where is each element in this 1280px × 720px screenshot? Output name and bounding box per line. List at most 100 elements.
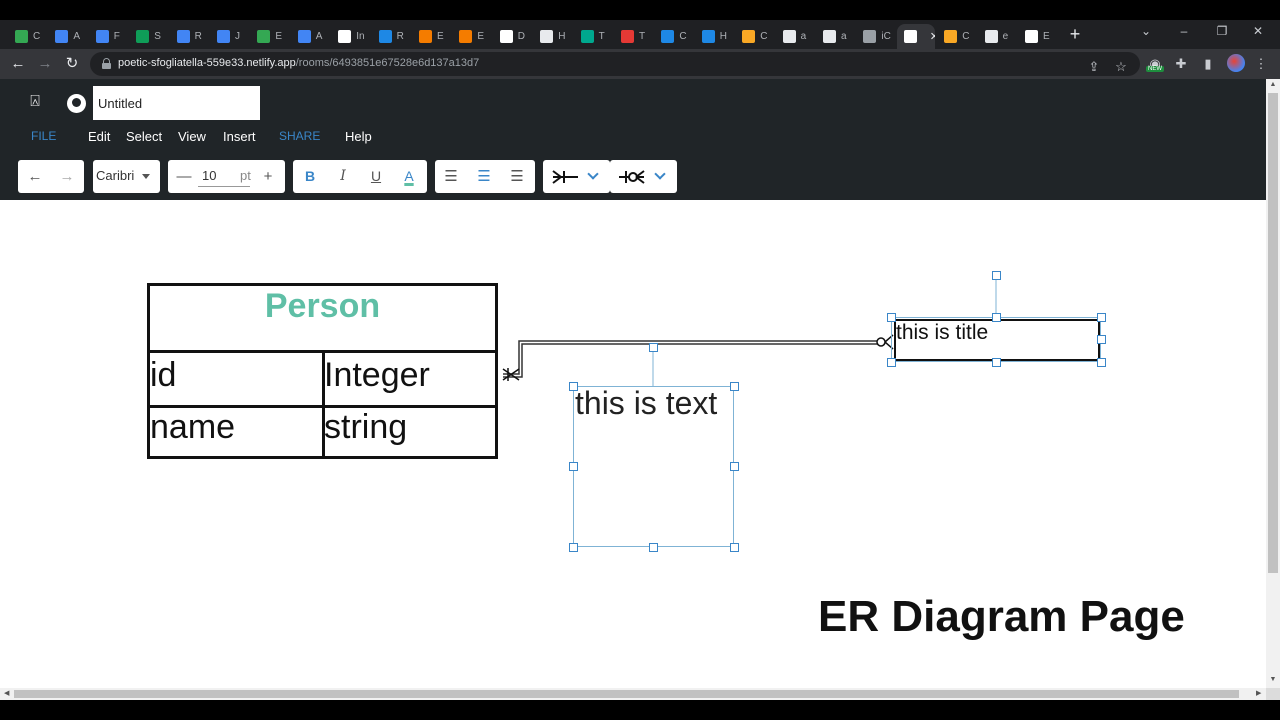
font-size-value[interactable]: 10 [202,168,217,183]
new-tab-button[interactable]: + [1069,24,1081,44]
extension-icon[interactable]: ◉ [1149,56,1161,71]
browser-tab[interactable]: E [412,24,450,49]
redo-icon[interactable]: → [59,168,75,185]
relationship-connector[interactable] [503,340,885,378]
undo-icon[interactable]: ← [27,168,43,185]
browser-tab[interactable]: E [452,24,490,49]
resize-handle[interactable] [992,358,1001,367]
browser-tab[interactable]: C [735,24,773,49]
browser-tab[interactable]: E [1018,24,1056,49]
align-left-icon[interactable]: ☰ [444,168,458,185]
title-box-content[interactable]: this is title [896,321,989,344]
browser-tab-active[interactable]: ✕ [896,24,935,49]
back-icon[interactable]: ← [10,55,26,72]
more-menu-icon[interactable]: ⋮ [1254,56,1268,71]
underline-icon[interactable]: U [370,168,382,184]
entity-person[interactable]: Person id Integer name string [147,283,498,459]
menu-insert[interactable]: Insert [223,129,256,144]
resize-handle[interactable] [1097,358,1106,367]
entity-field-cell[interactable]: name [150,408,236,446]
menu-share[interactable]: SHARE [279,129,321,143]
rotate-handle[interactable] [992,271,1001,280]
browser-tab[interactable]: H [533,24,571,49]
resize-handle[interactable] [992,313,1001,322]
bookmark-star-icon[interactable]: ☆ [1115,59,1127,74]
entity-type-cell[interactable]: Integer [324,356,430,394]
browser-tab[interactable]: C [937,24,975,49]
entity-field-cell[interactable]: id [150,356,177,394]
resize-handle[interactable] [730,543,739,552]
close-window-button[interactable]: ✕ [1252,24,1264,38]
text-box-content[interactable]: this is text [575,385,718,421]
share-icon[interactable]: ⇪ [1088,59,1100,74]
browser-tab[interactable]: T [614,24,652,49]
resize-handle[interactable] [887,358,896,367]
browser-tab[interactable]: E [250,24,288,49]
italic-icon[interactable]: I [340,168,346,184]
forward-icon[interactable]: → [37,55,53,72]
title-box[interactable]: this is title [891,317,1101,362]
menu-file[interactable]: FILE [31,129,57,143]
text-box[interactable]: this is text [573,386,734,547]
resize-handle[interactable] [730,462,739,471]
align-center-icon[interactable]: ☰ [477,168,491,185]
extensions-puzzle-icon[interactable]: ✚ [1175,56,1187,71]
browser-tab[interactable]: D [493,24,531,49]
tab-search-icon[interactable]: ⌄ [1140,24,1152,38]
close-tab-icon[interactable]: ✕ [929,31,935,43]
horizontal-scrollbar[interactable]: ◀ ▶ [0,688,1266,700]
browser-tab[interactable]: R [170,24,208,49]
scroll-right-icon[interactable]: ▶ [1256,690,1262,697]
text-color-icon[interactable]: A [404,168,414,184]
minimize-button[interactable]: – [1180,24,1188,38]
side-panel-icon[interactable]: ▮ [1204,56,1212,71]
restore-button[interactable]: ❐ [1216,24,1228,38]
menu-view[interactable]: View [178,129,206,144]
decrease-size-icon[interactable]: — [176,168,192,185]
entity-title[interactable]: Person [150,286,495,353]
diagram-canvas[interactable]: Person id Integer name string this is te… [0,200,1266,688]
align-right-icon[interactable]: ☰ [510,168,524,185]
browser-tab[interactable]: C [8,24,46,49]
resize-handle[interactable] [1097,313,1106,322]
scroll-up-icon[interactable]: ▲ [1269,81,1277,88]
horizontal-scroll-thumb[interactable] [14,690,1239,698]
app-logo-icon[interactable]: ⍓ [30,93,40,110]
entity-type-cell[interactable]: string [324,408,408,446]
start-arrow-select[interactable] [543,160,610,193]
browser-tab[interactable]: a [816,24,854,49]
browser-tab[interactable]: H [695,24,733,49]
browser-tab[interactable]: R [372,24,410,49]
menu-edit[interactable]: Edit [88,129,111,144]
browser-tab[interactable]: A [291,24,329,49]
browser-tab[interactable]: T [574,24,612,49]
resize-handle[interactable] [649,543,658,552]
rotate-handle[interactable] [649,343,658,352]
vertical-scrollbar[interactable]: ▲ ▼ [1266,79,1280,688]
browser-tab[interactable]: In [331,24,369,49]
menu-select[interactable]: Select [126,129,163,144]
font-family-select[interactable]: Caribri [93,160,160,193]
browser-tab[interactable]: A [48,24,86,49]
vertical-scroll-thumb[interactable] [1268,93,1278,573]
browser-tab[interactable]: C [654,24,692,49]
profile-avatar[interactable] [1227,54,1245,72]
browser-tab[interactable]: iC [856,24,894,49]
resize-handle[interactable] [730,382,739,391]
github-icon[interactable] [67,94,86,113]
diagram-title-input[interactable] [93,86,260,120]
browser-tab[interactable]: J [210,24,248,49]
resize-handle[interactable] [1097,335,1106,344]
increase-size-icon[interactable]: + [263,168,273,185]
address-bar[interactable]: poetic-sfogliatella-559e33.netlify.app/r… [90,52,1140,76]
resize-handle[interactable] [569,382,578,391]
browser-tab[interactable]: a [776,24,814,49]
resize-handle[interactable] [569,462,578,471]
bold-icon[interactable]: B [304,168,316,184]
browser-tab[interactable]: e [978,24,1016,49]
reload-icon[interactable]: ↻ [65,55,79,72]
resize-handle[interactable] [569,543,578,552]
browser-tab[interactable]: F [89,24,127,49]
end-arrow-select[interactable] [610,160,677,193]
resize-handle[interactable] [887,313,896,322]
